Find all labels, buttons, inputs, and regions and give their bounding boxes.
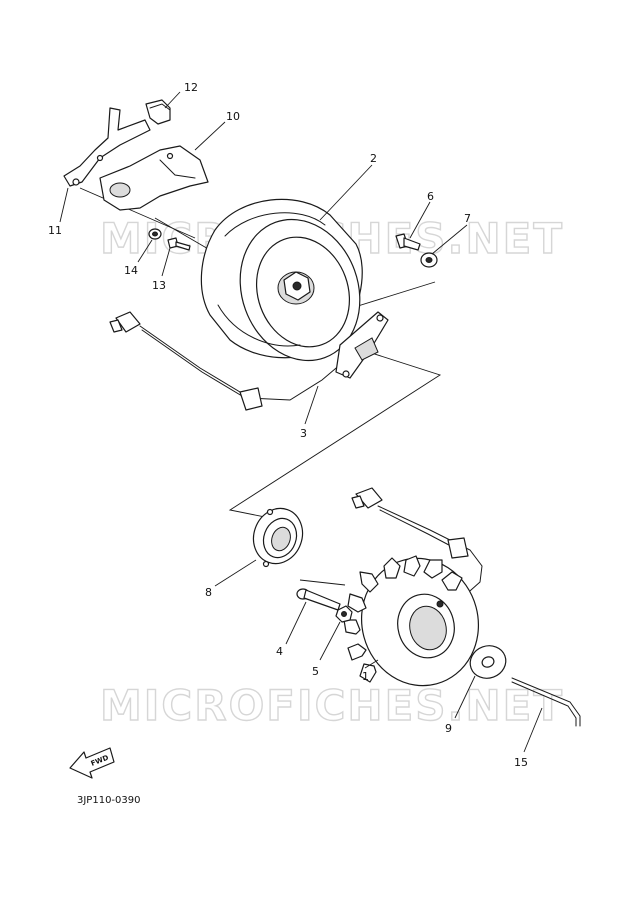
fwd-arrow-icon: FWD	[69, 747, 115, 779]
watermark-bottom: MICROFICHES.NET	[100, 681, 564, 730]
callout-10: 10	[226, 110, 240, 123]
part-3-pickup-coil	[109, 311, 389, 411]
callout-7: 7	[464, 212, 471, 225]
part-8-grommet	[252, 507, 304, 568]
callout-3: 3	[300, 427, 307, 440]
callout-4: 4	[276, 645, 283, 658]
part-1-stator	[343, 487, 483, 687]
callout-leaders	[59, 91, 543, 753]
part-14-washer	[148, 228, 162, 240]
callout-12: 12	[184, 81, 198, 94]
part-6-bolt	[395, 233, 421, 251]
callout-13: 13	[152, 279, 166, 292]
callout-11: 11	[48, 224, 62, 237]
callout-14: 14	[124, 264, 138, 277]
part-15-rod	[511, 677, 581, 727]
callout-1: 1	[362, 670, 369, 683]
part-5-nut	[335, 605, 353, 623]
callout-labels: 1 2 3 4 5 6 7 8 9 10 11 12 13 14 15	[48, 81, 528, 769]
callout-5: 5	[312, 665, 319, 678]
callout-2: 2	[370, 152, 377, 165]
callout-9: 9	[445, 722, 452, 735]
callout-6: 6	[427, 190, 434, 203]
callout-15: 15	[514, 756, 528, 769]
part-9-washer	[469, 645, 507, 679]
part-10-cover	[99, 145, 209, 211]
callout-8: 8	[205, 586, 212, 599]
part-7-washer	[420, 252, 438, 268]
part-11-bracket	[63, 107, 151, 187]
part-13-bolt	[167, 237, 191, 251]
part-2-rotor	[200, 198, 363, 362]
stator-teeth	[343, 555, 463, 683]
part-12-cap	[145, 99, 171, 125]
part-4-bolt	[296, 588, 341, 611]
drawing-code: 3JP110-0390	[77, 795, 141, 806]
